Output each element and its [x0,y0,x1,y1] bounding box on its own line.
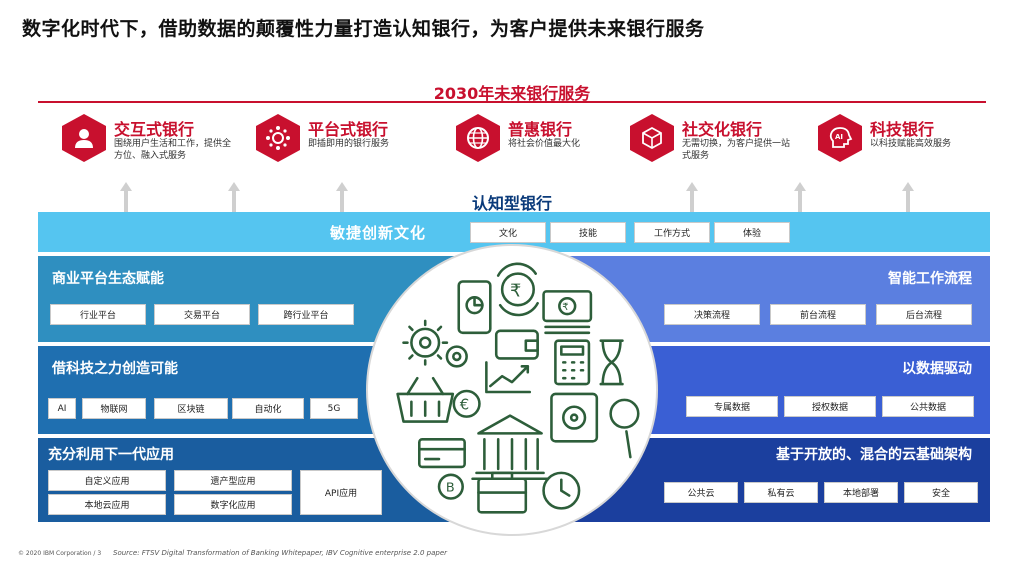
briefcase-icon [477,471,528,514]
bank-building-icon [471,414,549,481]
gear-icon [402,319,468,368]
euro-coin-icon: € [452,389,481,418]
panel-chip: 自动化 [232,398,304,419]
ai-head-icon: AI [818,114,862,162]
up-arrow-icon [228,182,240,212]
platform-network-icon [256,114,300,162]
bank-platform: 平台式银行 即插即用的银行服务 [256,114,426,168]
bank-social: 社交化银行 无需切换，为客户提供一站式服务 [630,114,806,168]
panel-chip: AI [48,398,76,419]
bank-name: 社交化银行 [682,120,763,139]
bank-interactive: 交互式银行 围绕用户生活和工作，提供全方位、融入式服务 [62,114,238,168]
panel-chip: 专属数据 [686,396,778,417]
bitcoin-icon: B [437,473,464,500]
source-note: Source: FTSV Digital Transformation of B… [113,549,448,557]
up-arrow-icon [794,182,806,212]
cognitive-bank-title: 认知型银行 [471,194,552,213]
up-arrow-icon [902,182,914,212]
svg-text:₹: ₹ [562,302,568,313]
panel-chip: 5G [310,398,358,419]
page-title: 数字化时代下，借助数据的颠覆性力量打造认知银行，为客户提供未来银行服务 [22,18,705,40]
panel-chip: 物联网 [82,398,146,419]
panel-chip: 私有云 [744,482,818,503]
panel-chip: 公共云 [664,482,738,503]
panel-chip: 决策流程 [664,304,760,325]
panel-chip: 本地部署 [824,482,898,503]
svg-text:€: € [460,397,469,414]
panel-chip: 跨行业平台 [258,304,354,325]
panel-chip: 后台流程 [876,304,972,325]
svg-text:AI: AI [835,133,843,141]
bank-technology: AI 科技银行 以科技赋能高效服务 [818,114,998,168]
panel-chip: 数字化应用 [174,494,292,515]
safe-icon [550,392,599,443]
up-arrow-icon [120,182,132,212]
panel-chip: 区块链 [154,398,228,419]
panel-chip: 本地云应用 [48,494,166,515]
bank-desc: 将社会价值最大化 [508,139,581,149]
panel-chip: 安全 [904,482,978,503]
basket-icon [396,376,455,423]
agile-chip: 工作方式 [634,222,710,243]
panel-hybrid-cloud: 基于开放的、混合的云基础架构 公共云 私有云 本地部署 安全 [514,438,990,522]
magnifier-icon [609,398,640,459]
panel-chip: 授权数据 [784,396,876,417]
calculator-icon [554,339,591,386]
panel-chip: 前台流程 [770,304,866,325]
up-arrow-icon [686,182,698,212]
hourglass-icon [599,339,624,386]
panel-chip: 行业平台 [50,304,146,325]
panel-label: 智能工作流程 [888,271,972,287]
bank-name: 交互式银行 [114,120,195,139]
future-banking-title: 2030年未来银行服务 [433,84,591,103]
panel-chip: 交易平台 [154,304,250,325]
agile-culture-label: 敏捷创新文化 [330,224,427,242]
future-title-divider [38,101,986,103]
agile-chip: 体验 [714,222,790,243]
tablet-chart-icon [457,280,492,335]
wallet-icon [494,329,539,360]
panel-label: 基于开放的、混合的云基础架构 [776,447,972,463]
bank-desc: 无需切换，为客户提供一站式服务 [682,139,791,161]
up-arrow-icon [336,182,348,212]
rupee-coin-icon: ₹ [496,262,539,317]
panel-chip: API应用 [300,470,382,515]
agile-chip: 文化 [470,222,546,243]
globe-icon [456,114,500,162]
bank-name: 科技银行 [870,120,935,139]
panel-label: 借科技之力创造可能 [52,361,178,377]
panel-label: 以数据驱动 [902,361,972,377]
panel-label: 充分利用下一代应用 [48,447,174,463]
bank-desc: 围绕用户生活和工作，提供全方位、融入式服务 [114,139,232,161]
bank-name: 平台式银行 [308,120,389,139]
svg-text:B: B [446,481,455,496]
clock-icon [542,471,581,510]
person-icon [62,114,106,162]
growth-chart-icon [485,361,532,394]
bank-name: 普惠银行 [508,120,573,139]
agile-chip: 技能 [550,222,626,243]
banknote-icon: ₹ [542,290,593,335]
panel-chip: 公共数据 [882,396,974,417]
bank-desc: 即插即用的银行服务 [308,139,390,149]
bank-inclusive: 普惠银行 将社会价值最大化 [456,114,616,168]
copyright-footer: © 2020 IBM Corporation / 3 [18,550,102,557]
cube-icon [630,114,674,162]
finance-icons-collage: ₹ ₹ [366,244,658,536]
credit-card-icon [418,438,466,469]
svg-text:₹: ₹ [510,281,521,301]
panel-label: 商业平台生态赋能 [52,271,164,287]
panel-chip: 遗产型应用 [174,470,292,491]
bank-desc: 以科技赋能高效服务 [870,139,952,149]
panel-chip: 自定义应用 [48,470,166,491]
